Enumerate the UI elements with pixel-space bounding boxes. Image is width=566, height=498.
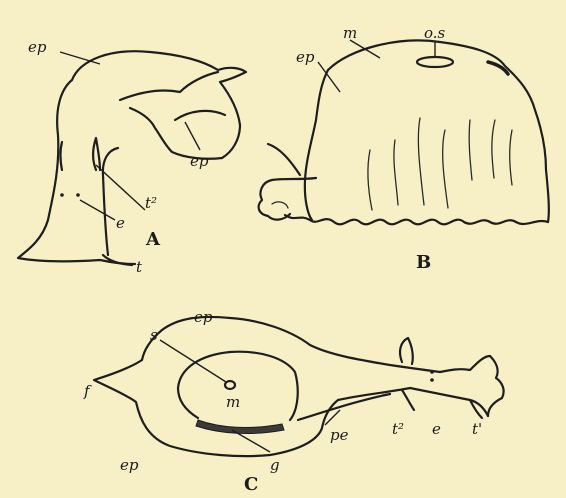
figure-a-label-t2: t² — [145, 194, 157, 212]
figure-b-fold-3 — [418, 118, 424, 205]
figure-c-label-ep-bottom: ep — [120, 456, 139, 474]
figure-c: ep s m f ep pe g t² e t' C — [83, 308, 504, 495]
figure-b-fold-7 — [510, 130, 512, 185]
figure-c-head-right — [488, 356, 504, 416]
figure-b-fold-1 — [368, 150, 372, 210]
figure-c-label-t1: t' — [472, 420, 482, 438]
figure-b-opening-os — [417, 57, 453, 67]
figure-c-label-ep-top: ep — [194, 308, 213, 326]
figure-a: ep ep t² e t A — [18, 38, 246, 276]
figure-c-eye-1 — [430, 370, 434, 374]
figure-c-label-e: e — [432, 420, 441, 438]
figure-a-ep-side-leader — [185, 122, 200, 150]
figure-a-eye-left — [60, 193, 64, 197]
figure-c-inner-ring-left — [178, 388, 198, 418]
figure-a-lobe-inner — [175, 111, 225, 120]
figure-b-left-face — [305, 70, 328, 220]
figure-c-tentacle-t2 — [402, 390, 414, 410]
figure-a-tentacle-t — [103, 255, 132, 265]
figure-c-mantle — [94, 317, 410, 456]
figure-a-label-ep-side: ep — [190, 152, 209, 170]
figure-a-epipodium — [72, 51, 246, 159]
figure-a-label-ep-top: ep — [28, 38, 47, 56]
figure-a-caption: A — [145, 229, 161, 250]
figure-b-label-os: o.s — [424, 24, 446, 42]
figure-a-body-outline — [18, 80, 135, 264]
figure-b-dark-edge — [488, 62, 508, 74]
figure-c-mantle-top — [230, 318, 440, 372]
figure-c-caption: C — [244, 474, 258, 495]
figure-b-label-m: m — [343, 24, 357, 42]
figure-c-tentacle-top — [400, 338, 413, 364]
figure-c-s-leader — [160, 340, 226, 382]
figure-c-aperture-m — [225, 381, 235, 389]
figure-c-eye-2 — [430, 378, 434, 382]
figure-a-body-right — [103, 148, 118, 255]
figure-b-fold-4 — [443, 130, 448, 208]
figure-a-e-leader — [80, 200, 115, 220]
figure-b-fold-5 — [469, 120, 472, 180]
figure-a-eye-right — [76, 193, 80, 197]
figure-c-label-m: m — [226, 393, 240, 411]
figure-b: m o.s ep B — [259, 24, 549, 273]
figure-b-m-leader — [350, 40, 380, 58]
figure-b-head-curl — [272, 202, 288, 208]
figure-b-fold-6 — [492, 120, 495, 178]
figure-a-label-t: t — [136, 258, 143, 276]
figure-b-tentacle — [268, 144, 300, 175]
figure-c-gill-band — [196, 420, 284, 433]
figure-c-neck-top — [440, 356, 490, 372]
figure-a-label-e: e — [116, 214, 125, 232]
figure-b-label-ep: ep — [296, 48, 315, 66]
figure-b-caption: B — [416, 252, 431, 273]
figure-c-label-f: f — [83, 382, 92, 400]
figure-c-label-s: s — [150, 326, 158, 344]
figure-a-tentacle-left — [61, 142, 63, 170]
figure-b-head — [259, 178, 316, 220]
figure-c-label-g: g — [270, 456, 280, 474]
figure-b-fold-2 — [394, 140, 398, 205]
figure-c-label-pe: pe — [330, 426, 349, 444]
figure-c-label-t2: t² — [392, 420, 404, 438]
figure-b-bottom-edge — [285, 215, 548, 224]
figure-a-epipodium-fold — [120, 72, 218, 100]
